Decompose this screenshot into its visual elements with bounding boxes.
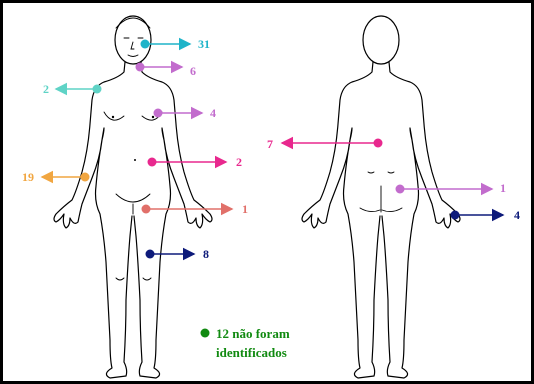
arm-count: 2	[43, 82, 49, 96]
forearm-dot	[81, 173, 90, 182]
buttock-dot	[396, 185, 405, 194]
forearm-count: 19	[22, 170, 34, 184]
hand-count: 4	[514, 208, 520, 222]
neck-dot	[136, 63, 145, 72]
thigh-dot	[142, 205, 151, 214]
abdomen-dot	[148, 158, 157, 167]
back-count: 7	[267, 137, 273, 151]
back-dot	[374, 139, 383, 148]
unidentified-note: 12 não foram identificados	[201, 326, 290, 360]
marker-thigh: 1	[142, 202, 249, 216]
neck-count: 6	[190, 64, 196, 78]
front-body-figure	[54, 16, 212, 378]
marker-neck: 6	[136, 63, 197, 79]
marker-leg: 8	[146, 247, 210, 261]
marker-hand: 4	[451, 208, 521, 222]
marker-breast: 4	[154, 106, 217, 120]
face-count: 31	[198, 37, 210, 51]
note-dot	[201, 329, 210, 338]
breast-count: 4	[210, 106, 216, 120]
marker-arm: 2	[43, 82, 102, 96]
thigh-count: 1	[242, 202, 248, 216]
abdomen-count: 2	[236, 155, 242, 169]
back-body-figure	[302, 16, 460, 378]
note-line-2: identificados	[216, 345, 287, 360]
marker-abdomen: 2	[148, 155, 243, 169]
buttock-count: 1	[500, 181, 506, 195]
marker-back: 7	[267, 137, 383, 151]
leg-count: 8	[203, 247, 209, 261]
face-dot	[141, 40, 150, 49]
arm-dot	[93, 85, 102, 94]
hand-dot	[451, 211, 460, 220]
note-line-1: 12 não foram	[216, 326, 290, 341]
marker-buttock: 1	[396, 181, 507, 195]
leg-dot	[146, 250, 155, 259]
breast-dot	[154, 109, 163, 118]
